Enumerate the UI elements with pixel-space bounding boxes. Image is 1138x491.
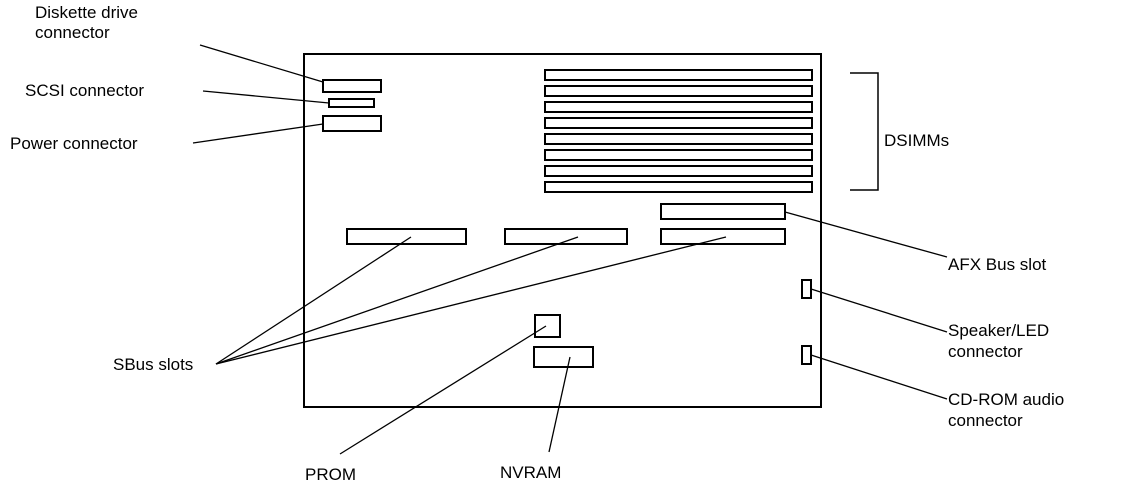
diskette-label-line1: Diskette drive: [35, 3, 138, 22]
dsimm-bracket: [850, 72, 879, 191]
cdrom-label-line2: connector: [948, 411, 1023, 430]
nvram-chip: [533, 346, 594, 368]
diskette-drive-connector: [322, 79, 382, 93]
dsimm-slots: [544, 69, 813, 193]
speaker-led-connector: [801, 279, 812, 299]
scsi-label: SCSI connector: [25, 81, 145, 100]
diskette-label-line2: connector: [35, 23, 110, 42]
power-label: Power connector: [10, 134, 138, 153]
cdrom-label-line1: CD-ROM audio: [948, 390, 1065, 409]
dsimm-slot: [544, 69, 813, 81]
prom-label: PROM: [305, 465, 356, 484]
sbus-slot: [504, 228, 628, 245]
dsimm-slot: [544, 133, 813, 145]
prom-leader-line: [339, 325, 547, 455]
cdrom-leader-line: [810, 354, 948, 400]
dsimm-slot: [544, 149, 813, 161]
sbus-leader-line: [215, 236, 727, 365]
dsimm-slot: [544, 165, 813, 177]
dsimms-label: DSIMMs: [884, 131, 950, 150]
afx-bus-slot: [660, 203, 786, 220]
nvram-label: NVRAM: [500, 463, 562, 482]
sbus-leader-line: [215, 236, 579, 365]
power-connector: [322, 115, 382, 132]
sbus-slots-label: SBus slots: [113, 355, 194, 374]
prom-chip: [534, 314, 561, 338]
sbus-slot: [660, 228, 786, 245]
dsimm-slot: [544, 117, 813, 129]
dsimm-slot: [544, 181, 813, 193]
speaker-label-line2: connector: [948, 342, 1023, 361]
speaker-leader-line: [810, 288, 948, 333]
sbus-leader-line: [215, 236, 412, 365]
nvram-leader-line: [548, 356, 571, 453]
scsi-leader-line: [202, 90, 330, 104]
afx-bus-slot-label: AFX Bus slot: [948, 255, 1047, 274]
dsimm-slot: [544, 101, 813, 113]
dsimm-slot: [544, 85, 813, 97]
diskette-leader-line: [199, 44, 324, 83]
sbus-slot: [346, 228, 467, 245]
scsi-connector: [328, 98, 375, 108]
afx-leader-line: [784, 211, 948, 258]
speaker-label-line1: Speaker/LED: [948, 321, 1050, 340]
power-leader-line: [192, 123, 324, 144]
cdrom-audio-connector: [801, 345, 812, 365]
